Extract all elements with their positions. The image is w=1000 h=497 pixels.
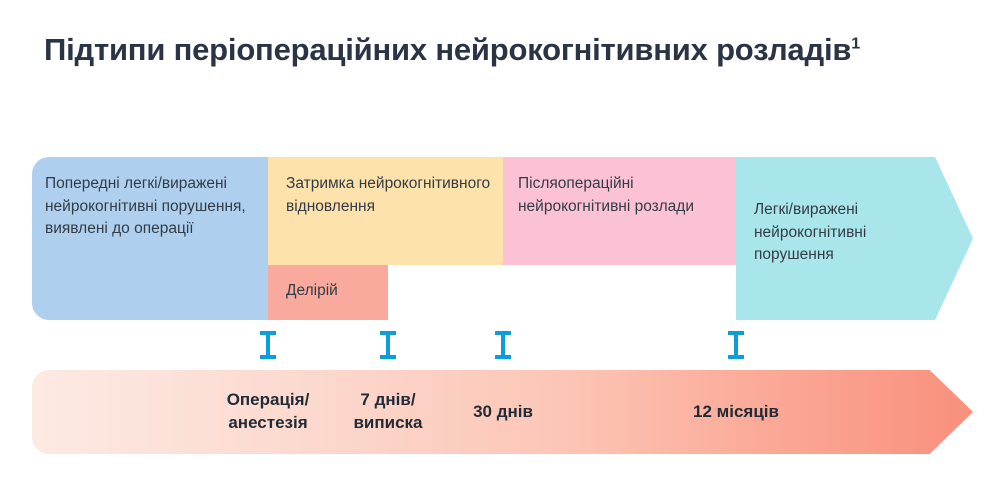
tick-stem-icon <box>734 331 738 359</box>
tick-stem-icon <box>386 331 390 359</box>
phase-label-delirium: Делірій <box>286 282 338 299</box>
timeline-label-30-days: 30 днів <box>473 401 533 421</box>
phase-block-mild-major-ncd: Легкі/виражені нейрокогнітивні порушення <box>736 157 973 320</box>
phase-block-delirium: Делірій <box>268 265 388 320</box>
timeline-label-7-days: 7 днів/ виписка <box>353 390 423 432</box>
timeline-label-12-months: 12 місяців <box>693 401 779 421</box>
timeline-tick-7-days <box>380 331 396 359</box>
phase-label-mild-major-ncd: Легкі/виражені нейрокогнітивні порушення <box>754 201 867 264</box>
timeline-arrow-body <box>32 370 973 454</box>
phase-block-postoperative-ncd: Післяопераційні нейрокогнітивні розлади <box>503 157 736 265</box>
page-title-text: Підтипи періопераційних нейрокогнітивних… <box>44 32 852 67</box>
tick-cap-bottom-icon <box>728 355 744 359</box>
timeline-tick-surgery <box>260 331 276 359</box>
timeline-tick-30-days <box>495 331 511 359</box>
tick-stem-icon <box>501 331 505 359</box>
phase-label-delayed-neurocognitive-recovery: Затримка нейрокогнітивного відновлення <box>286 175 491 215</box>
tick-cap-bottom-icon <box>495 355 511 359</box>
page-title: Підтипи періопераційних нейрокогнітивних… <box>44 28 944 72</box>
phase-block-preexisting: Попередні легкі/виражені нейрокогнітивні… <box>32 157 268 320</box>
footnote-marker: 1 <box>851 34 860 53</box>
phase-label-postoperative-ncd: Післяопераційні нейрокогнітивні розлади <box>518 175 694 215</box>
phase-label-preexisting: Попередні легкі/виражені нейрокогнітивні… <box>45 175 246 238</box>
tick-cap-bottom-icon <box>380 355 396 359</box>
timeline-arrow <box>32 370 973 454</box>
timeline-tick-12-months <box>728 331 744 359</box>
tick-stem-icon <box>266 331 270 359</box>
timeline-label-surgery: Операція/ анестезія <box>226 390 310 432</box>
tick-cap-bottom-icon <box>260 355 276 359</box>
phase-block-delayed-neurocognitive-recovery: Затримка нейрокогнітивного відновлення <box>268 157 503 265</box>
